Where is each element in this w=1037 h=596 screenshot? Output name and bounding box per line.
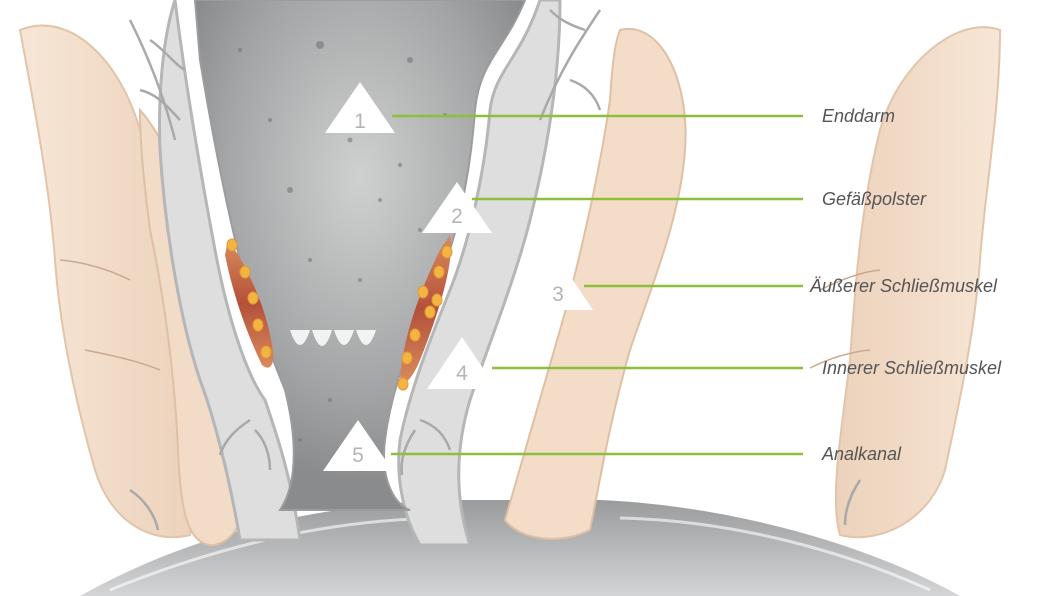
svg-text:3: 3 — [552, 283, 564, 306]
svg-text:5: 5 — [352, 444, 364, 467]
label-vascular-cushions: Gefäßpolster — [822, 189, 926, 209]
label-rectum: Enddarm — [822, 106, 895, 126]
svg-text:4: 4 — [456, 362, 468, 385]
label-anal-canal: Analkanal — [822, 444, 901, 464]
label-internal-sphincter: Innerer Schließmuskel — [822, 358, 1001, 378]
label-external-sphincter: Äußerer Schließmuskel — [810, 276, 997, 296]
svg-text:1: 1 — [354, 110, 366, 133]
svg-text:2: 2 — [451, 205, 463, 228]
